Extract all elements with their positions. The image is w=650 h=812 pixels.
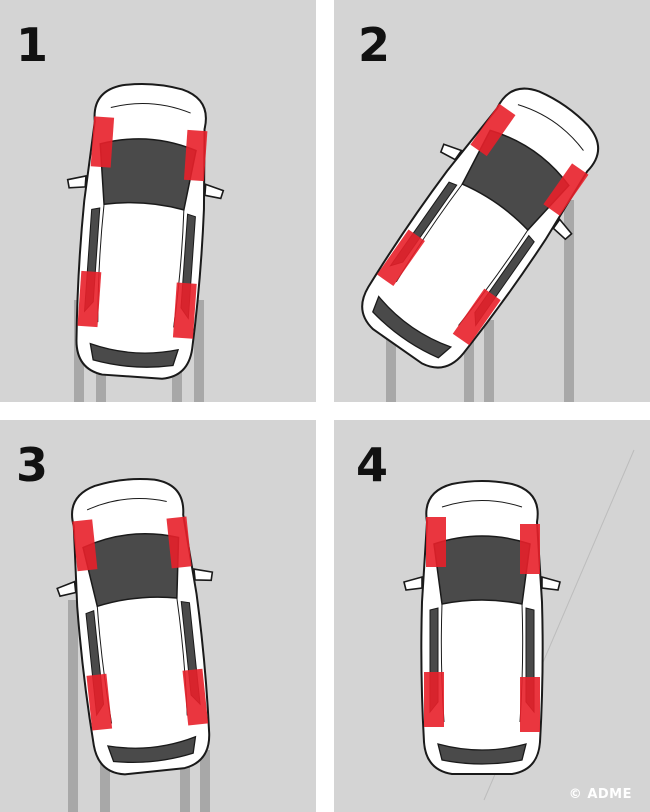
front-left-wheel <box>90 116 115 168</box>
rear-left-wheel <box>376 229 425 287</box>
panel-1: 1 <box>0 0 316 402</box>
front-right-wheel <box>520 524 540 574</box>
rear-right-wheel <box>520 677 540 732</box>
car-straightening <box>45 470 234 781</box>
step-number-2: 2 <box>358 18 391 72</box>
car-straight <box>53 77 232 384</box>
car-aligned <box>403 480 561 775</box>
front-left-wheel <box>426 517 446 567</box>
panel-4-drawing <box>403 449 635 801</box>
rear-right-wheel <box>172 282 197 339</box>
step-number-1: 1 <box>16 18 49 72</box>
panel-1-drawing <box>53 77 232 402</box>
panel-3: 3 <box>0 420 316 812</box>
step-number-4: 4 <box>356 438 389 492</box>
front-left-wheel <box>72 519 98 572</box>
rear-right-wheel <box>182 668 209 726</box>
front-right-wheel <box>183 129 208 182</box>
front-right-wheel <box>166 516 192 569</box>
rear-left-wheel <box>424 672 444 727</box>
tire-tracks <box>68 600 210 812</box>
step-number-3: 3 <box>16 438 49 492</box>
panel-2-drawing <box>334 60 631 402</box>
watermark: © ADME <box>568 787 632 802</box>
rear-left-wheel <box>77 270 102 328</box>
panel-3-drawing <box>45 470 234 812</box>
rear-right-wheel <box>452 288 501 346</box>
car-turning <box>334 60 631 393</box>
rear-left-wheel <box>86 673 113 731</box>
panel-2: 2 <box>334 0 650 402</box>
panel-4: 4 © ADME <box>334 420 650 812</box>
tire-tracks <box>386 200 574 402</box>
front-left-wheel <box>470 103 516 157</box>
front-right-wheel <box>543 163 589 216</box>
